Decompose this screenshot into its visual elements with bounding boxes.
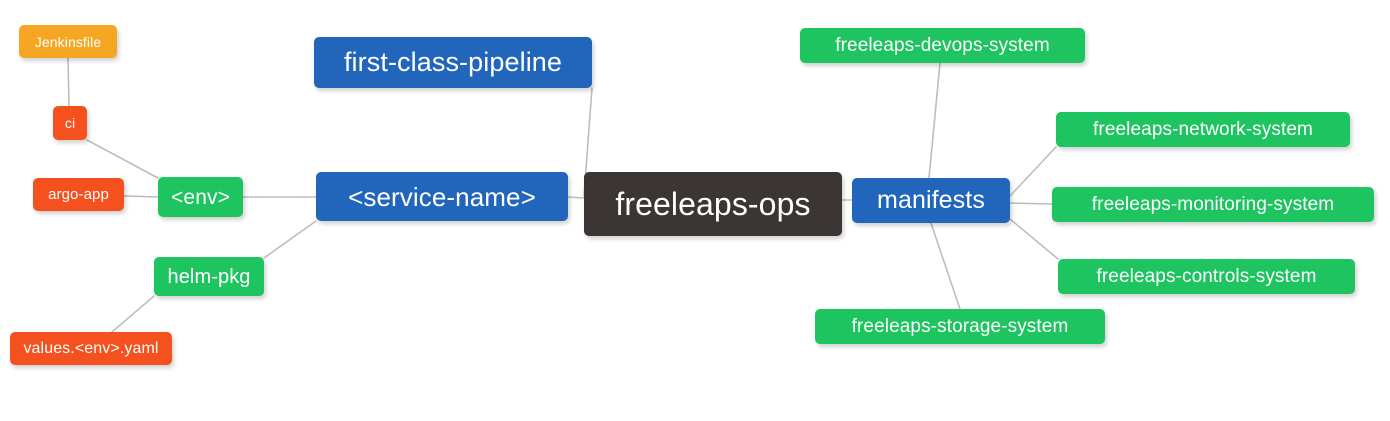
edge-env-to-argo-app [123,195,159,198]
node-devops-system[interactable]: freeleaps-devops-system [800,28,1085,63]
node-first-class-pipeline[interactable]: first-class-pipeline [314,37,592,88]
edge-manifests-to-controls-system [1009,218,1059,260]
edge-env-to-ci [86,139,159,179]
node-storage-system[interactable]: freeleaps-storage-system [815,309,1105,344]
edge-manifests-to-network-system [1009,146,1057,197]
node-network-system[interactable]: freeleaps-network-system [1056,112,1350,147]
node-helm-pkg[interactable]: helm-pkg [154,257,264,296]
edge-manifests-to-monitoring-system [1009,202,1053,205]
node-controls-system[interactable]: freeleaps-controls-system [1058,259,1355,294]
edge-manifests-to-devops-system [928,62,941,179]
edge-service-name-to-helm-pkg [263,220,317,259]
node-argo-app[interactable]: argo-app [33,178,124,211]
edge-ci-to-jenkinsfile [67,57,70,107]
edge-freeleaps-ops-to-service-name [567,196,585,199]
node-ci[interactable]: ci [53,106,87,140]
node-env[interactable]: <env> [158,177,243,217]
edge-helm-pkg-to-values-yaml [111,295,155,333]
node-service-name[interactable]: <service-name> [316,172,568,221]
node-freeleaps-ops[interactable]: freeleaps-ops [584,172,842,236]
edge-manifests-to-storage-system [930,222,961,310]
node-manifests[interactable]: manifests [852,178,1010,223]
node-values-yaml[interactable]: values.<env>.yaml [10,332,172,365]
node-jenkinsfile[interactable]: Jenkinsfile [19,25,117,58]
node-monitoring-system[interactable]: freeleaps-monitoring-system [1052,187,1374,222]
